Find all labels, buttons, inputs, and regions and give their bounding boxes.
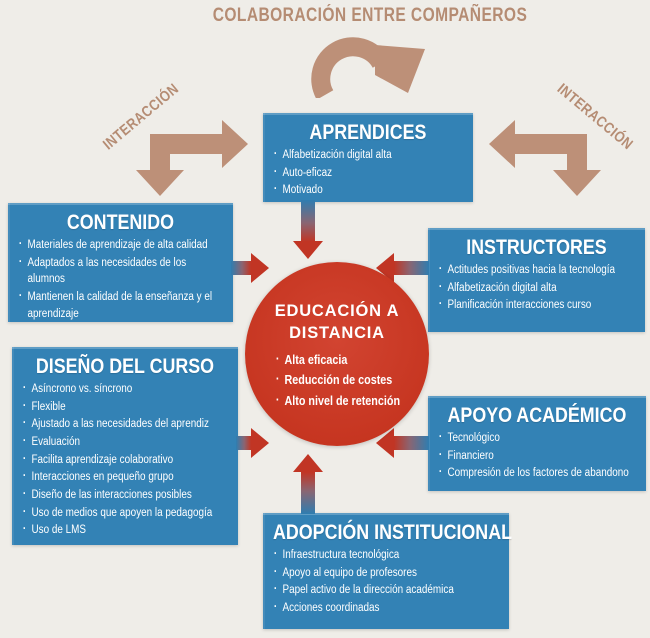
bullet-item: Materiales de aprendizaje de alta calida… (18, 236, 223, 254)
bullet-item: Alfabetización digital alta (273, 146, 463, 164)
bullet-item: Flexible (22, 398, 228, 416)
bullet-item: Uso de LMS (22, 521, 228, 539)
arrow-apoyo-to-center-shaft (394, 436, 429, 450)
bullet-item: Mantienen la calidad de la enseñanza y e… (18, 288, 223, 322)
box-title-contenido: CONTENIDO (66, 211, 175, 234)
bullet-item: Uso de medios que apoyen la pedagogía (22, 504, 228, 522)
bullet-item: Motivado (273, 181, 463, 199)
box-title-apoyo-academico: APOYO ACADÉMICO (447, 404, 627, 427)
arrow-contenido-to-center-head (251, 253, 269, 283)
bullet-item: Alto nivel de retención (275, 394, 459, 409)
arrow-diseno-to-center-shaft (236, 436, 251, 450)
box-bullets-diseno-del-curso: Asíncrono vs. síncronoFlexibleAjustado a… (22, 380, 228, 539)
arrow-adopcion-to-center-shaft (301, 472, 315, 514)
bullet-item: Infraestructura tecnológica (273, 546, 499, 564)
box-aprendices: APRENDICES Alfabetización digital altaAu… (263, 113, 473, 202)
box-contenido: CONTENIDO Materiales de aprendizaje de a… (8, 203, 233, 322)
bullet-item: Alfabetización digital alta (438, 279, 635, 297)
box-bullets-aprendices: Alfabetización digital altaAuto-eficazMo… (273, 146, 463, 199)
bullet-item: Tecnológico (438, 429, 636, 447)
bullet-item: Interacciones en pequeño grupo (22, 468, 228, 486)
collaboration-label: COLABORACIÓN ENTRE COMPAÑEROS (212, 5, 528, 26)
arrow-aprendices-to-center-head (293, 241, 323, 259)
center-title: EDUCACIÓN A DISTANCIA (274, 302, 400, 343)
arrow-adopcion-to-center-head (293, 454, 323, 472)
bullet-item: Actitudes positivas hacia la tecnología (438, 261, 635, 279)
bullet-item: Financiero (438, 447, 636, 465)
bullet-item: Acciones coordinadas (273, 599, 499, 617)
arrow-diseno-to-center-head (251, 428, 269, 458)
bullet-item: Papel activo de la dirección académica (273, 581, 499, 599)
bullet-item: Ajustado a las necesidades del aprendiz (22, 415, 228, 433)
box-title-aprendices: APRENDICES (309, 121, 427, 144)
interaction-arrow-left-icon (136, 120, 248, 196)
bullet-item: Apoyo al equipo de profesores (273, 564, 499, 582)
box-diseno-del-curso: DISEÑO DEL CURSO Asíncrono vs. síncronoF… (12, 347, 238, 545)
box-instructores: INSTRUCTORES Actitudes positivas hacia l… (428, 228, 645, 332)
center-bullets: Alta eficaciaReducción de costesAlto niv… (275, 353, 459, 409)
bullet-item: Reducción de costes (275, 373, 459, 388)
box-title-diseno-del-curso: DISEÑO DEL CURSO (35, 355, 215, 378)
collaboration-curved-arrow-icon (311, 37, 425, 98)
box-bullets-instructores: Actitudes positivas hacia la tecnologíaA… (438, 261, 635, 314)
bullet-item: Facilita aprendizaje colaborativo (22, 451, 228, 469)
bullet-item: Adaptados a las necesidades de los alumn… (18, 254, 223, 288)
bullet-item: Alta eficacia (275, 353, 459, 368)
box-apoyo-academico: APOYO ACADÉMICO TecnológicoFinancieroCom… (428, 396, 646, 491)
arrow-apoyo-to-center-head (376, 428, 394, 458)
bullet-item: Auto-eficaz (273, 164, 463, 182)
bullet-item: Compresión de los factores de abandono (438, 464, 636, 482)
bullet-item: Asíncrono vs. síncrono (22, 380, 228, 398)
box-bullets-contenido: Materiales de aprendizaje de alta calida… (18, 236, 223, 322)
center-circle: EDUCACIÓN A DISTANCIA Alta eficaciaReduc… (245, 262, 429, 446)
arrow-aprendices-to-center-shaft (301, 200, 315, 242)
box-bullets-adopcion-institucional: Infraestructura tecnológicaApoyo al equi… (273, 546, 499, 617)
bullet-item: Diseño de las interacciones posibles (22, 486, 228, 504)
bullet-item: Evaluación (22, 433, 228, 451)
box-title-instructores: INSTRUCTORES (466, 236, 607, 259)
interaction-arrow-right-icon (489, 120, 601, 196)
box-bullets-apoyo-academico: TecnológicoFinancieroCompresión de los f… (438, 429, 636, 482)
arrow-contenido-to-center-shaft (231, 261, 251, 275)
box-title-adopcion-institucional: ADOPCIÓN INSTITUCIONAL (273, 521, 512, 544)
bullet-item: Planificación interacciones curso (438, 296, 635, 314)
arrow-instructores-to-center-shaft (394, 261, 429, 275)
box-adopcion-institucional: ADOPCIÓN INSTITUCIONAL Infraestructura t… (263, 513, 512, 629)
